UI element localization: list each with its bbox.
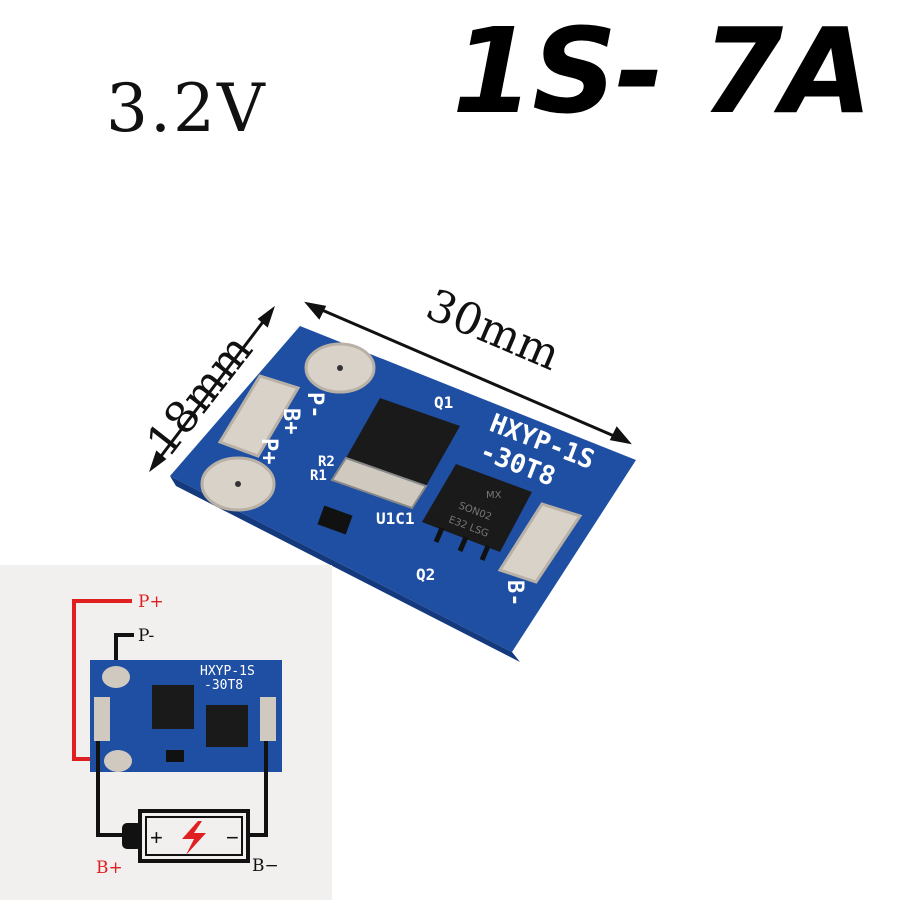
battery-plus-sign: + [150, 825, 163, 850]
component-q1: Q1 [434, 393, 453, 412]
pcb-photo: 30mm 18mm HXYP-1S -30T8 P- B+ P+ B- R2 R… [140, 280, 636, 662]
b-minus-wire [248, 741, 268, 837]
battery-icon: + − [122, 809, 250, 863]
ic-chip [317, 505, 353, 535]
mosfet-q1 [330, 398, 460, 510]
label-p-plus: P+ [138, 592, 164, 612]
pad-label-p-plus: P+ [256, 438, 281, 465]
inset-model-1: HXYP-1S [200, 664, 255, 679]
lightning-icon [182, 821, 206, 855]
pad-label-b-plus: B+ [278, 408, 303, 435]
inset-mosfet-q1 [152, 685, 194, 729]
chip-marking-mx: MX [486, 490, 502, 501]
width-dimension-label: 30mm [419, 280, 567, 381]
wiring-diagram-svg: HXYP-1S -30T8 + − P+ P- B+ B− [72, 592, 282, 878]
dimension-arrows [149, 301, 632, 473]
inset-model-2: -30T8 [204, 678, 243, 693]
mosfet-q2 [422, 464, 532, 561]
b-plus-wire [96, 741, 132, 837]
inset-mosfet-q2 [206, 705, 248, 747]
pad-label-p-minus: P- [302, 392, 327, 419]
label-b-minus: B− [252, 856, 279, 876]
battery-minus-sign: − [226, 825, 239, 850]
voltage-label: 3.2V [106, 70, 267, 147]
wiring-diagram: HXYP-1S -30T8 + − P+ P- B+ B− [0, 565, 332, 900]
component-u1c1: U1C1 [376, 509, 415, 528]
label-b-plus: B+ [96, 858, 123, 878]
label-p-minus: P- [138, 626, 154, 646]
product-title: 1S- 7A [452, 2, 873, 140]
inset-ic [166, 750, 184, 762]
component-r2: R2 [318, 454, 335, 470]
component-q2: Q2 [416, 565, 435, 584]
pcb-board-edge [170, 476, 520, 662]
pad-label-b-minus: B- [502, 580, 527, 607]
component-r1: R1 [310, 468, 327, 484]
